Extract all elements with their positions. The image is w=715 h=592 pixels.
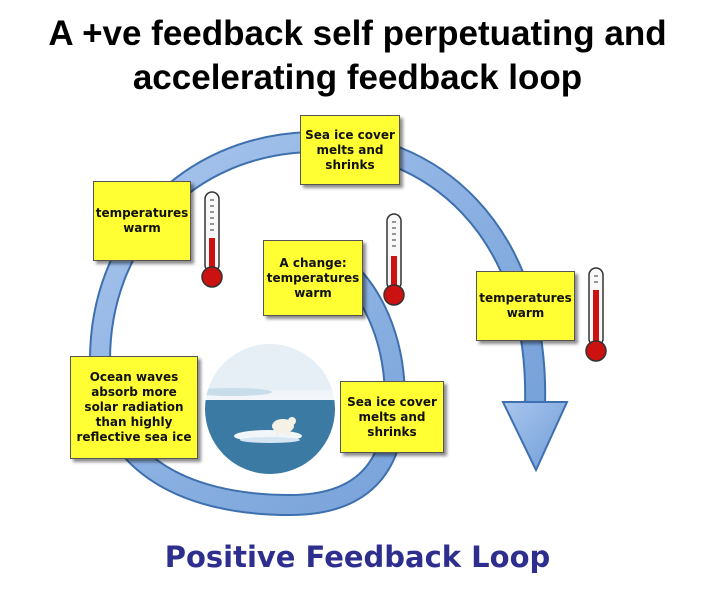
thermometer-icon <box>585 267 607 362</box>
thermometer-icon <box>383 213 405 306</box>
diagram-caption: Positive Feedback Loop <box>164 540 551 574</box>
title-line-2: accelerating feedback loop <box>132 58 583 97</box>
box-sea-ice-bottom: Sea ice cover melts and shrinks <box>340 381 444 453</box>
box-sea-ice-top: Sea ice cover melts and shrinks <box>300 115 400 185</box>
box-ocean-waves: Ocean waves absorb more solar radiation … <box>70 356 198 459</box>
page-title: A +ve feedback self perpetuating and acc… <box>0 12 715 100</box>
thermometer-icon <box>201 191 223 288</box>
title-line-1: A +ve feedback self perpetuating and <box>48 14 667 53</box>
box-temperatures-right: temperatures warm <box>476 271 575 341</box>
box-temperatures-left: temperatures warm <box>93 181 191 261</box>
box-change-center: A change: temperatures warm <box>263 240 363 316</box>
polar-bear-photo <box>203 342 337 476</box>
